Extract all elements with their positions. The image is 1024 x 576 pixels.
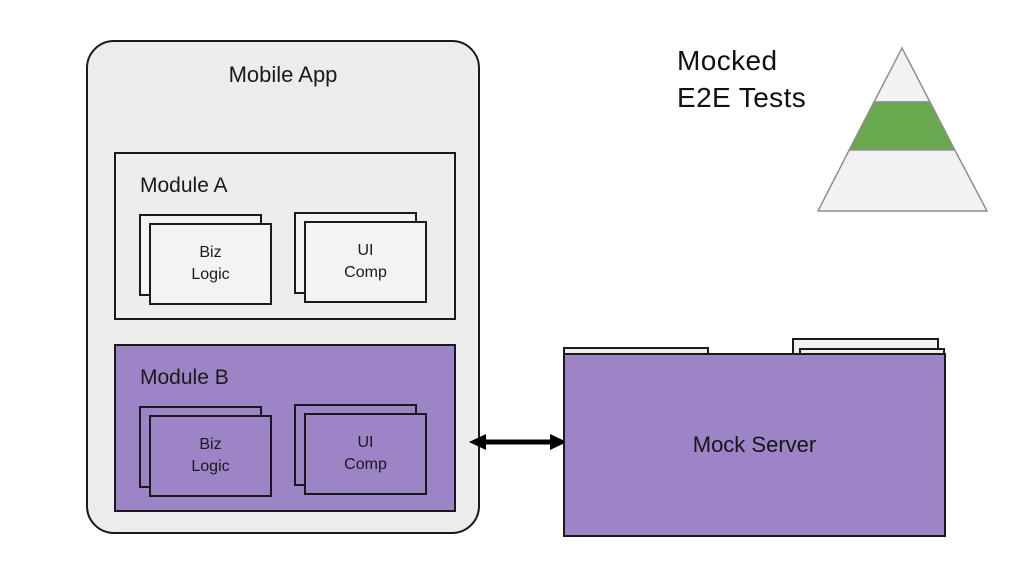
- card-label-line: Biz: [199, 436, 222, 453]
- card-label-line: Comp: [344, 456, 387, 473]
- module-b-biz-logic-stack: Biz Logic: [139, 406, 272, 499]
- module-a-label: Module A: [140, 174, 228, 197]
- biz-logic-card: Biz Logic: [149, 223, 272, 305]
- slide-title: Mocked E2E Tests: [677, 42, 806, 116]
- biz-logic-card: Biz Logic: [149, 415, 272, 497]
- test-pyramid-icon: [808, 40, 994, 218]
- mobile-app-label: Mobile App: [228, 62, 338, 87]
- card-label-line: Biz: [199, 244, 222, 261]
- module-b-ui-comp-stack: UI Comp: [294, 404, 427, 497]
- mobile-app-container: Mobile App Module A Biz Logic UI Comp M: [86, 40, 480, 534]
- card-label-line: Comp: [344, 264, 387, 281]
- module-a-ui-comp-stack: UI Comp: [294, 212, 427, 305]
- card-label-line: UI: [357, 434, 374, 451]
- bidirectional-arrow-icon: [468, 431, 568, 453]
- card-label-line: UI: [357, 242, 374, 259]
- mock-server-box: Mock Server: [563, 353, 946, 537]
- ui-comp-card: UI Comp: [304, 221, 427, 303]
- ui-comp-card: UI Comp: [304, 413, 427, 495]
- mock-server-label: Mock Server: [692, 432, 817, 457]
- module-a-biz-logic-stack: Biz Logic: [139, 214, 272, 307]
- card-label-line: Logic: [191, 458, 230, 475]
- card-label-line: Logic: [191, 266, 230, 283]
- module-b-box: Module B Biz Logic UI Comp: [114, 344, 456, 512]
- slide-title-line-2: E2E Tests: [677, 82, 807, 113]
- slide-title-line-1: Mocked: [677, 45, 778, 76]
- module-b-label: Module B: [140, 366, 229, 389]
- module-a-box: Module A Biz Logic UI Comp: [114, 152, 456, 320]
